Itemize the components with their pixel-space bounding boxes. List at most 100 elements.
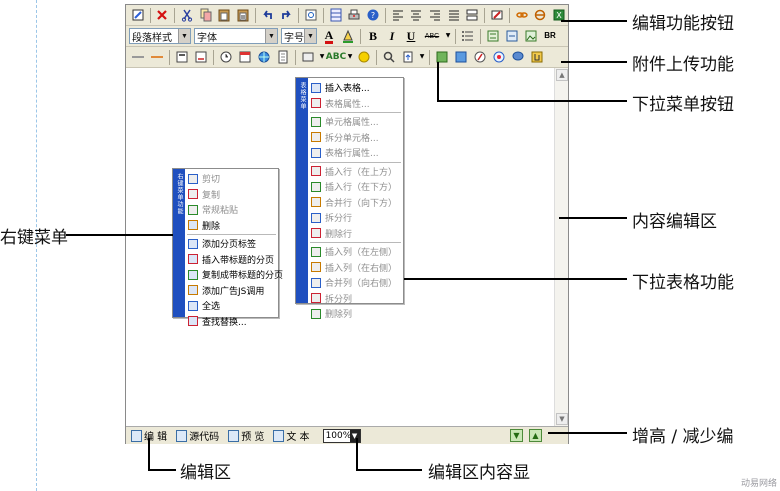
table-menu-item[interactable]: 插入行（在上方） bbox=[296, 164, 403, 180]
pagebreak-icon bbox=[188, 238, 198, 249]
table-menu-item[interactable]: 插入列（在右侧） bbox=[296, 260, 403, 276]
color-icon[interactable] bbox=[490, 49, 508, 66]
context-menu-item[interactable]: 剪切 bbox=[173, 171, 278, 187]
outdent-icon[interactable] bbox=[503, 28, 521, 45]
context-menu-item[interactable]: 删除 bbox=[173, 218, 278, 234]
globe-icon[interactable] bbox=[255, 49, 273, 66]
superscript-icon[interactable] bbox=[173, 49, 191, 66]
table-menu-item[interactable]: 合并列（向右侧） bbox=[296, 275, 403, 291]
smiley-icon[interactable] bbox=[355, 49, 373, 66]
print-icon[interactable] bbox=[346, 7, 364, 24]
zoom-select[interactable]: 100%▼ bbox=[322, 428, 361, 443]
form-icon[interactable] bbox=[299, 49, 317, 66]
calendar-icon[interactable] bbox=[236, 49, 254, 66]
context-menu-item[interactable]: 常规粘贴 bbox=[173, 202, 278, 218]
mode-preview-button[interactable]: 预 览 bbox=[226, 428, 266, 443]
cut-icon[interactable] bbox=[178, 7, 196, 24]
increase-height-icon[interactable]: ▲ bbox=[529, 429, 542, 442]
table-icon[interactable] bbox=[327, 7, 345, 24]
undo-icon[interactable] bbox=[259, 7, 277, 24]
context-menu-item[interactable]: 复制成带标题的分页 bbox=[173, 267, 283, 283]
table-menu-item[interactable]: 单元格属性... bbox=[296, 114, 403, 130]
italic-button[interactable]: I bbox=[383, 28, 401, 45]
symbol-dropdown-arrow[interactable]: ▼ bbox=[347, 53, 353, 60]
underline-button[interactable]: U bbox=[402, 28, 420, 45]
symbol-icon[interactable]: ABC bbox=[325, 51, 347, 62]
align-left-icon[interactable] bbox=[389, 7, 407, 24]
line-icon[interactable] bbox=[148, 49, 166, 66]
frame-icon[interactable] bbox=[433, 49, 451, 66]
paste-text-icon[interactable] bbox=[234, 7, 252, 24]
table-menu-item[interactable]: 表格属性... bbox=[296, 96, 403, 112]
anchor-icon[interactable] bbox=[532, 7, 550, 24]
hr-icon[interactable] bbox=[129, 49, 147, 66]
redo-icon[interactable] bbox=[278, 7, 296, 24]
context-menu-item-label: 剪切 bbox=[202, 175, 221, 186]
zoom-icon[interactable] bbox=[380, 49, 398, 66]
insert-image-icon[interactable] bbox=[522, 28, 540, 45]
table-menu-item[interactable]: 表格行属性... bbox=[296, 145, 403, 161]
mode-edit-button[interactable]: 编 辑 bbox=[129, 428, 169, 443]
table-menu-item[interactable]: 插入表格... bbox=[296, 80, 403, 96]
mode-source-button[interactable]: 源代码 bbox=[174, 428, 221, 443]
link-icon[interactable] bbox=[513, 7, 531, 24]
context-menu-item[interactable]: 查找替换... bbox=[173, 314, 278, 330]
context-menu-item[interactable]: 全选 bbox=[173, 298, 278, 314]
mode-preview-label: 预 览 bbox=[241, 432, 265, 443]
mode-text-button[interactable]: 文 本 bbox=[271, 428, 311, 443]
list-icon[interactable] bbox=[459, 28, 477, 45]
table-menu-item[interactable]: 删除列 bbox=[296, 306, 403, 322]
font-family-select[interactable]: 字体▼ bbox=[194, 28, 278, 44]
eraser-icon[interactable] bbox=[488, 7, 506, 24]
context-menu-item[interactable]: 添加广告JS调用 bbox=[173, 283, 278, 299]
toolbar-separator bbox=[455, 28, 456, 44]
decrease-height-icon[interactable]: ▼ bbox=[510, 429, 523, 442]
excel-icon[interactable]: X bbox=[550, 7, 568, 24]
media-icon[interactable] bbox=[452, 49, 470, 66]
document-icon[interactable] bbox=[274, 49, 292, 66]
indent-icon[interactable] bbox=[484, 28, 502, 45]
context-menu-item[interactable]: 插入带标题的分页 bbox=[173, 252, 278, 268]
font-color-button[interactable]: A bbox=[320, 28, 338, 45]
bg-color-icon[interactable] bbox=[339, 28, 357, 45]
align-center-icon[interactable] bbox=[408, 7, 426, 24]
context-menu-item[interactable]: 复制 bbox=[173, 187, 278, 203]
justify-icon[interactable] bbox=[445, 7, 463, 24]
paragraph-format-select[interactable]: 段落样式▼ bbox=[129, 28, 191, 44]
scroll-down-arrow[interactable]: ▼ bbox=[556, 413, 568, 425]
leader-line bbox=[561, 61, 627, 63]
flash-icon[interactable] bbox=[471, 49, 489, 66]
table-menu-item[interactable]: 拆分单元格... bbox=[296, 130, 403, 146]
context-menu-item[interactable]: 添加分页标签 bbox=[173, 236, 278, 252]
table-menu-item[interactable]: 插入行（在下方） bbox=[296, 179, 403, 195]
table-menu-item[interactable]: 合并行（向下方） bbox=[296, 195, 403, 211]
vertical-scrollbar[interactable]: ▲ ▼ bbox=[554, 68, 568, 426]
form-dropdown-arrow[interactable]: ▼ bbox=[319, 53, 325, 60]
strike-dropdown-arrow[interactable]: ▼ bbox=[445, 32, 451, 39]
attach-icon[interactable] bbox=[528, 49, 546, 66]
comment-icon[interactable] bbox=[509, 49, 527, 66]
copy-icon[interactable] bbox=[197, 7, 215, 24]
clock-icon[interactable] bbox=[217, 49, 235, 66]
paste-icon[interactable] bbox=[216, 7, 234, 24]
toolbar-separator bbox=[508, 7, 510, 23]
table-menu-item[interactable]: 拆分行 bbox=[296, 210, 403, 226]
align-right-icon[interactable] bbox=[426, 7, 444, 24]
special-format-icon[interactable]: BR bbox=[544, 31, 556, 40]
strike-button[interactable]: ABC bbox=[421, 28, 443, 45]
menu-item-icon bbox=[311, 132, 321, 143]
table-menu-item[interactable]: 删除行 bbox=[296, 226, 403, 242]
subscript-icon[interactable] bbox=[192, 49, 210, 66]
paint-icon[interactable] bbox=[129, 7, 147, 24]
bold-button[interactable]: B bbox=[364, 28, 382, 45]
table-menu-item[interactable]: 插入列（在左侧） bbox=[296, 244, 403, 260]
dropdown-arrow-icon[interactable]: ▼ bbox=[419, 53, 425, 60]
find-icon[interactable] bbox=[302, 7, 320, 24]
font-size-select[interactable]: 字号▼ bbox=[281, 28, 317, 44]
table-menu-item[interactable]: 拆分列 bbox=[296, 291, 403, 307]
help-icon[interactable]: ? bbox=[364, 7, 382, 24]
page-break-icon[interactable] bbox=[464, 7, 482, 24]
upload-icon[interactable] bbox=[399, 49, 417, 66]
scroll-up-arrow[interactable]: ▲ bbox=[556, 69, 568, 81]
delete-icon[interactable] bbox=[154, 7, 172, 24]
